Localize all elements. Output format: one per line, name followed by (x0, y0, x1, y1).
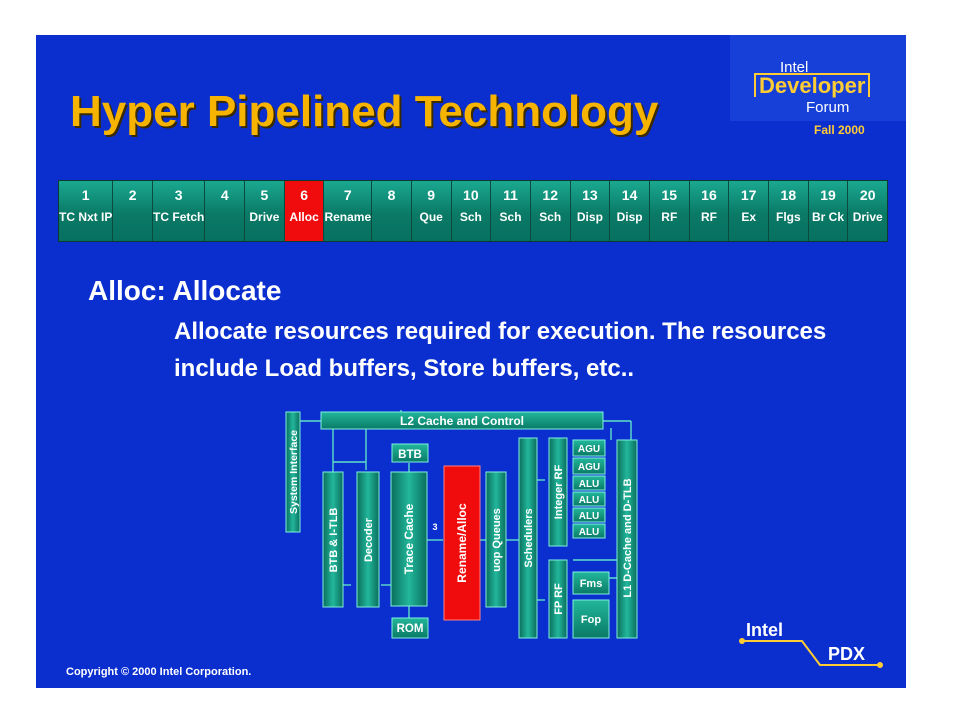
btb-label: BTB (398, 449, 422, 461)
diagram-labels: L2 Cache and Control System Interface BT… (288, 414, 634, 635)
stage-name (113, 203, 152, 209)
pipeline-stage-19: 19 Br Ck (808, 181, 849, 241)
stage-number: 15 (661, 187, 678, 203)
agu-label-2: AGU (578, 462, 600, 473)
alu-label-1: ALU (579, 479, 600, 490)
alu-label-2: ALU (579, 495, 600, 506)
decoder-label: Decoder (363, 517, 375, 562)
stage-number: 5 (260, 187, 269, 203)
stage-name: Que (419, 210, 443, 224)
stage-number: 9 (427, 187, 436, 203)
stage-number: 16 (701, 187, 717, 203)
stage-number: 14 (621, 187, 638, 203)
pdx-intel-text: Intel (746, 621, 783, 640)
stage-name: Drive (249, 210, 280, 224)
stage-number: 11 (503, 187, 518, 203)
stage-number: 20 (859, 187, 876, 203)
slide: Hyper Pipelined Technology Intel Develop… (36, 35, 906, 688)
btb-itlb-label: BTB & I-TLB (328, 508, 340, 573)
stage-name: Sch (499, 210, 522, 224)
copyright-text: Copyright © 2000 Intel Corporation. (66, 666, 252, 678)
idf-logo: Intel Developer Forum Fall 2000 (730, 35, 906, 137)
stage-name: TC Nxt IP (59, 210, 113, 224)
rom-label: ROM (397, 623, 424, 635)
fms-label: Fms (580, 578, 603, 590)
stage-name: Drive (852, 210, 883, 224)
rename-alloc-label: Rename/Alloc (455, 503, 469, 583)
pipeline-stage-8: 8 (372, 181, 412, 241)
stage-name: Disp (616, 210, 643, 224)
stage-number: 13 (582, 187, 598, 203)
pdx-text: PDX (828, 644, 865, 664)
l2-cache-label: L2 Cache and Control (400, 414, 524, 428)
stage-number: 12 (542, 187, 558, 203)
logo-intel-text: Intel (780, 59, 809, 76)
agu-label-1: AGU (578, 444, 600, 455)
stage-number: 18 (780, 187, 797, 203)
fop-label: Fop (581, 614, 601, 626)
stage-number: 17 (740, 187, 757, 203)
stage-number: 4 (220, 187, 229, 203)
logo-season-text: Fall 2000 (814, 123, 865, 137)
integer-rf-label: Integer RF (553, 465, 565, 520)
stage-name: Sch (539, 210, 562, 224)
stage-heading: Alloc: Allocate (88, 275, 282, 306)
stage-name: RF (700, 210, 717, 224)
pipeline-stage-1: 1 TC Nxt IP (59, 181, 114, 241)
stage-name: Rename (324, 210, 372, 224)
microarchitecture-diagram: L2 Cache and Control System Interface BT… (285, 410, 638, 639)
pipeline-stage-2: 2 (113, 181, 154, 241)
stage-name: Br Ck (812, 210, 845, 224)
schedulers-label: Schedulers (523, 508, 535, 567)
system-interface-label: System Interface (288, 430, 300, 514)
pipeline-stage-4: 4 (205, 181, 246, 241)
stage-name (205, 203, 244, 209)
stage-number: 10 (463, 187, 479, 203)
stage-name: Alloc (289, 210, 319, 224)
stage-number: 7 (343, 187, 352, 203)
alu-label-4: ALU (579, 527, 600, 538)
diagram-blocks (285, 411, 638, 639)
logo-developer-text: Developer (754, 73, 871, 97)
stage-description: Allocate resources required for executio… (174, 318, 827, 382)
slide-title: Hyper Pipelined Technology (70, 87, 659, 136)
pipeline-stage-3: 3 TC Fetch (153, 181, 206, 241)
fp-rf-label: FP RF (553, 583, 565, 615)
intel-pdx-logo: Intel PDX (739, 621, 883, 668)
stage-name: Ex (741, 210, 756, 224)
alu-label-3: ALU (579, 511, 600, 522)
stage-name: Disp (576, 210, 603, 224)
l1-dcache-label: L1 D-Cache and D-TLB (622, 478, 634, 597)
stage-number: 3 (174, 187, 183, 203)
logo-forum-text: Forum (806, 99, 850, 116)
stage-name: Flgs (776, 210, 801, 224)
stage-number: 8 (387, 187, 396, 203)
stage-name (372, 203, 411, 209)
three-label: 3 (432, 522, 437, 532)
stage-number: 6 (300, 187, 308, 203)
stage-name: Sch (459, 210, 482, 224)
stage-name: TC Fetch (153, 210, 205, 224)
stage-name: RF (661, 210, 678, 224)
stage-number: 1 (81, 187, 90, 203)
stage-number: 2 (128, 187, 137, 203)
stage-number: 19 (820, 187, 836, 203)
trace-cache-label: Trace Cache (402, 503, 416, 574)
uop-queues-label: uop Queues (491, 508, 503, 572)
